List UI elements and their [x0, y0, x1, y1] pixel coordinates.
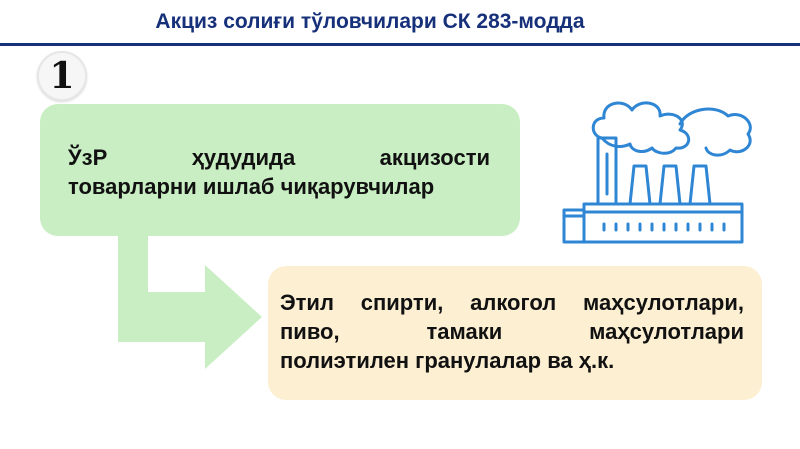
producers-word: ҳудудида: [191, 145, 296, 170]
goods-word: пиво,: [280, 319, 340, 344]
goods-word: спирти,: [360, 290, 444, 315]
producers-box: [40, 104, 520, 236]
goods-word: алкогол: [470, 290, 557, 315]
goods-text: Этил спирти, алкогол маҳсулотлари, пиво,…: [280, 288, 744, 375]
producers-word: акцизости: [379, 145, 490, 170]
goods-line-1: Этил спирти, алкогол маҳсулотлари,: [280, 288, 744, 317]
producers-line-2: товарларни ишлаб чиқарувчилар: [68, 174, 435, 199]
goods-line-3: полиэтилен гранулалар ва ҳ.к.: [280, 348, 615, 373]
header-divider: [0, 43, 800, 46]
goods-line-2: пиво, тамаки маҳсулотлари: [280, 317, 744, 346]
step-number-badge: 1: [37, 51, 87, 101]
goods-word: маҳсулотлари,: [583, 290, 744, 315]
producers-text: ЎзР ҳудудида акцизости товарларни ишлаб …: [68, 143, 490, 201]
goods-box: [268, 266, 762, 400]
page-title: Акциз солиғи тўловчилари СК 283-модда: [155, 10, 585, 33]
producers-word: ЎзР: [68, 145, 108, 170]
goods-word: тамаки: [426, 319, 503, 344]
goods-word: Этил: [280, 290, 334, 315]
goods-word: маҳсулотлари: [589, 319, 744, 344]
factory-icon: [562, 101, 752, 244]
producers-line-1: ЎзР ҳудудида акцизости: [68, 143, 490, 172]
